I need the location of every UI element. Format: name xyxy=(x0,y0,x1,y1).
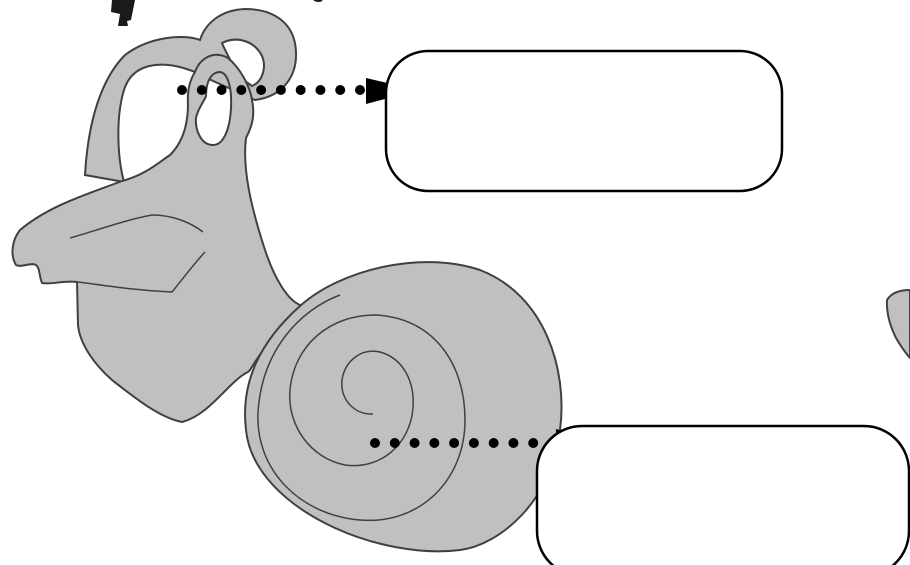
cochlea-spiral xyxy=(257,294,466,522)
right-edge-organ-fragment xyxy=(885,288,910,360)
pointer-dot xyxy=(177,85,187,95)
pointer-dot xyxy=(370,438,380,448)
pointer-dot xyxy=(449,438,460,448)
pointer-dot xyxy=(389,438,400,448)
pointer-dot xyxy=(315,85,326,95)
pointer-dot xyxy=(355,85,365,95)
pointer-dot xyxy=(335,85,346,95)
inner-ear-illustration xyxy=(11,7,563,553)
pointer-dot xyxy=(429,438,440,448)
pointer-dot xyxy=(275,85,286,95)
vestibule-and-cochlea-body xyxy=(11,53,305,424)
pointer-dot xyxy=(295,85,306,95)
top-fragment xyxy=(313,0,323,2)
label-box-upper[interactable] xyxy=(384,49,784,193)
pointer-dot xyxy=(488,438,499,448)
pointer-dot xyxy=(409,438,420,448)
label-box-lower[interactable] xyxy=(535,424,910,565)
pointer-dot xyxy=(468,438,479,448)
pointer-dot xyxy=(256,85,267,95)
pointer-dot xyxy=(216,85,227,95)
top-left-fragment xyxy=(111,0,135,26)
ampulla-fold-line-lower xyxy=(77,251,206,293)
pointer-dot xyxy=(528,438,539,448)
cochlea xyxy=(244,261,563,553)
pointer-dot xyxy=(196,85,207,95)
ampulla-fold-line-upper xyxy=(69,214,204,239)
pointer-dot xyxy=(236,85,247,95)
pointer-dot xyxy=(508,438,519,448)
